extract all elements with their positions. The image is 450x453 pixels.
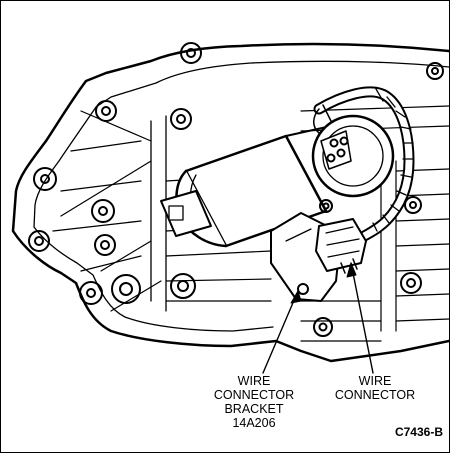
label-line: BRACKET [224,402,284,416]
motor-end-cap [311,114,395,213]
wire-connector-label: WIRE CONNECTOR [329,374,421,402]
wiring-harness [313,86,415,247]
label-line: WIRE [358,374,392,388]
leader-lines [262,262,374,374]
label-line: WIRE [237,374,271,388]
wire-connector-bracket-label: WIRE CONNECTOR BRACKET 14A206 [208,374,300,430]
label-line: CONNECTOR [334,388,416,402]
label-line: CONNECTOR [213,388,295,402]
bolt-bosses [28,42,444,337]
wire-connector [315,218,367,274]
label-line: 14A206 [232,416,276,430]
figure-code: C7436-B [394,425,443,439]
